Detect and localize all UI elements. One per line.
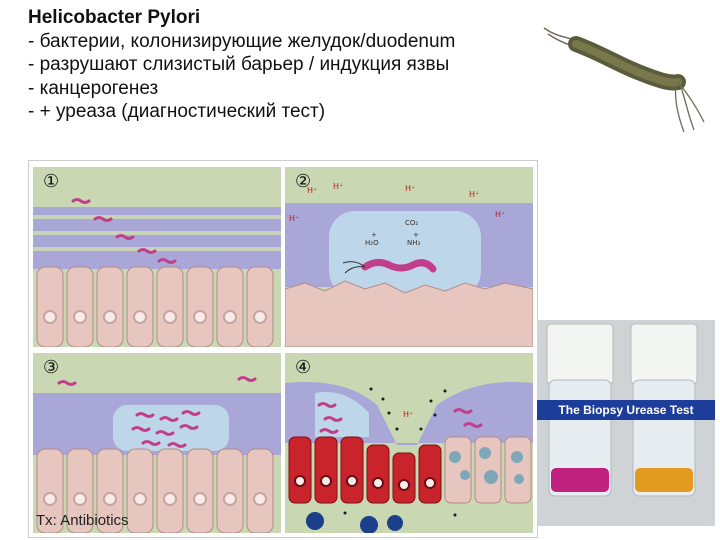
tx-prefix: Tx: [36, 512, 57, 529]
plus-label: + [413, 231, 419, 239]
h-plus-label: H⁺ [405, 184, 415, 193]
h-plus-label: H⁺ [495, 210, 505, 219]
h-plus-label: H⁺ [403, 410, 413, 419]
h-plus-label: H⁺ [333, 182, 343, 191]
h-plus-label: H⁺ [469, 190, 479, 199]
plus-label: + [371, 231, 377, 239]
tx-text: Antibiotics [57, 512, 129, 529]
urease-test-label: The Biopsy Urease Test [537, 400, 715, 420]
slide-text: Helicobacter Pylori - бактерии, колонизи… [28, 6, 548, 124]
urease-vials [537, 320, 715, 526]
panel-2-drawing: ② H⁺ H⁺ H⁺ H⁺ H⁺ H⁺ CO₂ + + H₂O NH₃ [285, 167, 533, 347]
urease-test-photo: The Biopsy Urease Test [537, 320, 715, 526]
panel-4-number: ④ [295, 357, 311, 378]
h-plus-label: H⁺ [307, 186, 317, 195]
panel-4-drawing: ④ H⁺ [285, 353, 533, 533]
bacterium-photo [538, 22, 714, 134]
bullet-4: - + уреаза (диагностический тест) [28, 100, 548, 124]
panel-1: ① [33, 167, 281, 347]
bullet-1: - бактерии, колонизирующие желудок/duode… [28, 30, 548, 54]
panel-3-number: ③ [43, 357, 59, 378]
panel-4: ④ H⁺ [285, 353, 533, 533]
pathogenesis-figure: ① ② H⁺ H⁺ H⁺ H⁺ H⁺ H⁺ CO₂ + + H [28, 160, 538, 538]
panel-3-drawing: ③ [33, 353, 281, 533]
panel-3: ③ [33, 353, 281, 533]
co2-label: CO₂ [405, 219, 418, 227]
bullet-2: - разрушают слизистый барьер / индукция … [28, 53, 548, 77]
panel-1-number: ① [43, 171, 59, 192]
h2o-label: H₂O [365, 239, 379, 247]
treatment-caption: Tx: Antibiotics [36, 512, 129, 529]
panel-1-drawing: ① [33, 167, 281, 347]
h-plus-label: H⁺ [289, 214, 299, 223]
slide-title: Helicobacter Pylori [28, 6, 548, 30]
bullet-3: - канцерогенез [28, 77, 548, 101]
nh3-label: NH₃ [407, 239, 421, 247]
panel-2: ② H⁺ H⁺ H⁺ H⁺ H⁺ H⁺ CO₂ + + H₂O NH₃ [285, 167, 533, 347]
